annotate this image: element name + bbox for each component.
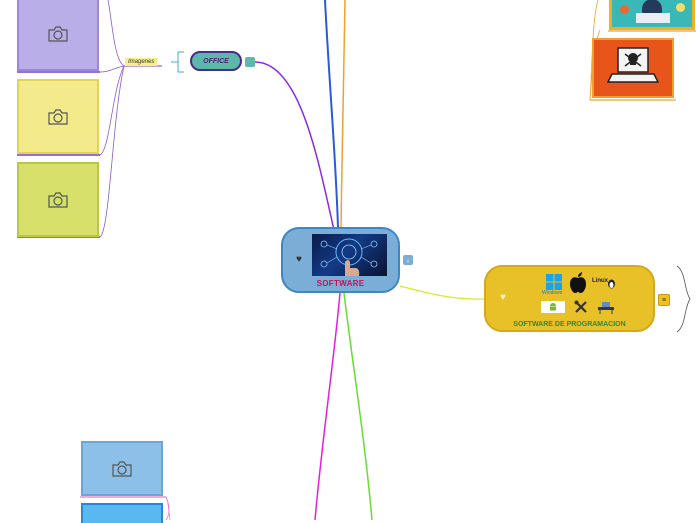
notes-icon[interactable]: ≡: [658, 294, 670, 306]
branch-line-purple: [254, 61, 335, 231]
collapse-badge[interactable]: ↓: [403, 255, 413, 265]
branch-line-blue: [324, 0, 339, 229]
camera-icon: [48, 191, 68, 208]
linux-logo-icon: [608, 279, 615, 289]
branch-line-green: [343, 292, 373, 520]
central-image: [312, 234, 387, 276]
photo-placeholder[interactable]: [17, 0, 99, 71]
photo-placeholder[interactable]: [17, 79, 99, 154]
camera-icon: [48, 25, 68, 42]
camera-icon: [48, 108, 68, 125]
windows-caption: Windows: [542, 290, 563, 296]
heart-icon[interactable]: ♥: [296, 254, 302, 265]
office-label: OFFICE: [203, 57, 229, 65]
ubuntu-logo-icon: [598, 302, 614, 314]
branch-line-orange: [340, 0, 346, 229]
photo-placeholder[interactable]: [81, 441, 163, 496]
tools-logo-icon: [574, 300, 587, 313]
malware-laptop-image[interactable]: [592, 38, 674, 98]
programming-label: SOFTWARE DE PROGRAMACION: [513, 321, 626, 328]
technology-hand-touch-icon: [320, 238, 378, 276]
bug-icon: [620, 5, 629, 14]
central-topic[interactable]: ♥ SOFTWARE: [281, 227, 400, 293]
photo-placeholder[interactable]: [17, 162, 99, 237]
images-tag[interactable]: Imagenes: [125, 58, 158, 66]
lock-icon: [676, 3, 685, 12]
programming-topic[interactable]: ♥ Windows Linux SOFTWARE DE P: [484, 265, 655, 332]
collapse-badge[interactable]: [245, 57, 255, 67]
skull-laptop-icon: [606, 47, 660, 83]
camera-icon: [112, 460, 132, 477]
office-bracket: [171, 51, 184, 73]
hacker-image[interactable]: [609, 0, 695, 30]
apple-logo-icon: [570, 272, 586, 293]
brace-icon: [676, 265, 691, 333]
android-logo-icon: [541, 301, 565, 313]
windows-logo-icon: [546, 274, 562, 290]
central-label: SOFTWARE: [316, 279, 365, 288]
linux-caption: Linux: [592, 278, 608, 284]
branch-line-magenta: [314, 292, 341, 520]
photo-placeholder[interactable]: [81, 503, 163, 523]
office-topic[interactable]: OFFICE: [190, 51, 242, 71]
heart-icon[interactable]: ♥: [500, 292, 506, 303]
branch-line-yellow: [399, 285, 485, 300]
